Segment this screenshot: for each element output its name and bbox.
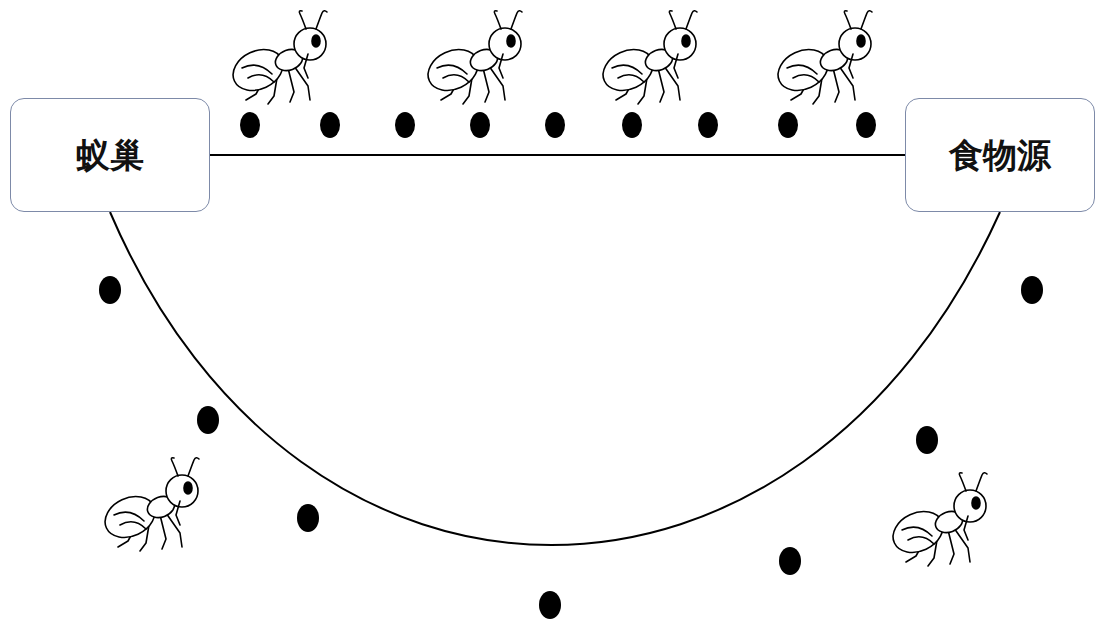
place-label: 食物源 (949, 135, 1051, 176)
place-box: 蚁巢 (10, 98, 210, 212)
path-line (110, 212, 1000, 545)
path-line (210, 155, 905, 156)
ants (98, 11, 987, 566)
place-box: 食物源 (905, 98, 1095, 212)
place-label: 蚁巢 (76, 135, 144, 176)
pheromone-dots (99, 112, 1043, 619)
